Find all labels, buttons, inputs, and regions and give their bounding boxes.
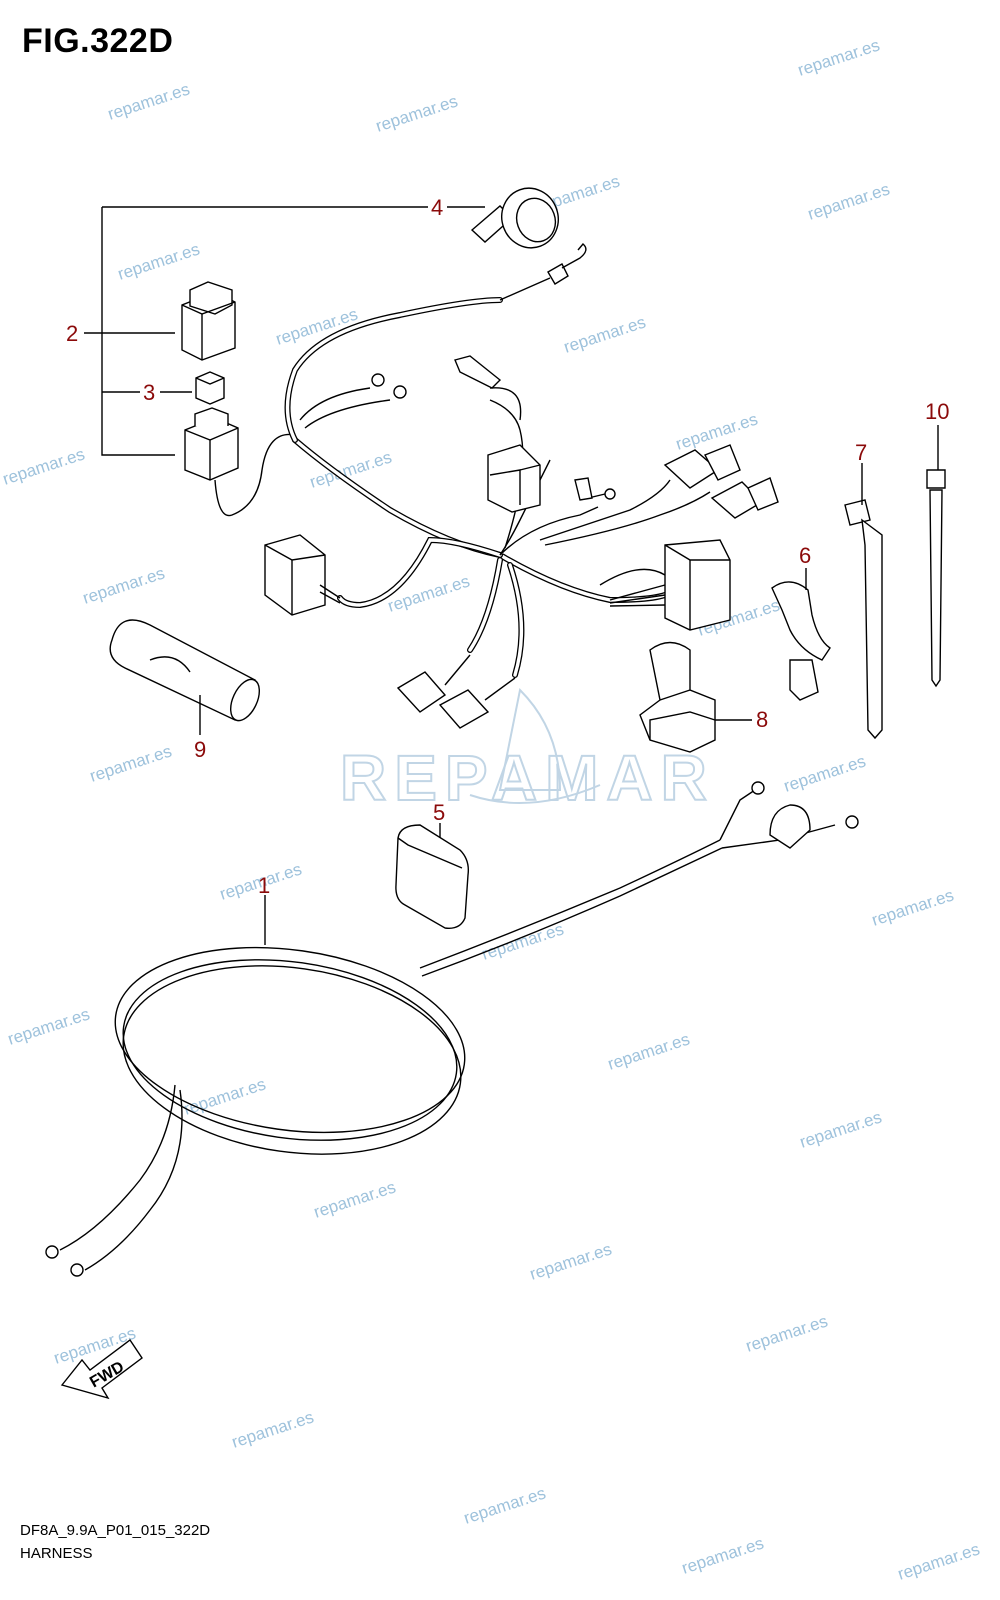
cable-tie-part-10 <box>926 469 946 688</box>
fuse-part-3 <box>195 371 225 405</box>
figure-code: DF8A_9.9A_P01_015_322D <box>20 1522 211 1539</box>
callout-10: 10 <box>925 399 949 424</box>
callout-2: 2 <box>66 321 78 346</box>
tube-part-9 <box>109 619 261 722</box>
watermark: repamar.es <box>87 741 174 785</box>
callout-8: 8 <box>756 707 768 732</box>
watermark: repamar.es <box>273 304 360 348</box>
relay-holder <box>184 407 296 517</box>
watermark: repamar.es <box>105 79 192 123</box>
watermark: repamar.es <box>895 1539 982 1583</box>
connector-left <box>264 534 341 616</box>
watermark: repamar.es <box>869 885 956 929</box>
grommet-part-5 <box>395 824 470 929</box>
callout-6: 6 <box>799 543 811 568</box>
watermark: repamar.es <box>229 1407 316 1451</box>
figure-name: HARNESS <box>20 1545 93 1562</box>
engine-harness-trunk <box>284 243 668 609</box>
harness-coil-part-1 <box>45 781 859 1277</box>
leader-lines <box>199 425 939 945</box>
callout-5: 5 <box>433 800 445 825</box>
clamp-part-6 <box>771 581 831 701</box>
watermark: repamar.es <box>5 1004 92 1048</box>
grommet-part-4 <box>470 187 559 249</box>
figure-title: FIG.322D <box>22 22 174 60</box>
clamp-part-8 <box>639 641 716 753</box>
watermark: repamar.es <box>605 1029 692 1073</box>
watermark: repamar.es <box>561 312 648 356</box>
watermark: repamar.es <box>373 91 460 135</box>
watermark: repamar.es <box>385 571 472 615</box>
watermark: repamar.es <box>311 1177 398 1221</box>
watermark: repamar.es <box>781 751 868 795</box>
watermark: repamar.es <box>797 1107 884 1151</box>
callout-7: 7 <box>855 440 867 465</box>
connector-group-right <box>539 444 779 631</box>
callout-3: 3 <box>143 380 155 405</box>
watermark: repamar.es <box>527 1239 614 1283</box>
connector-lower <box>396 557 525 729</box>
watermark: repamar.es <box>805 179 892 223</box>
watermark: repamar.es <box>115 239 202 283</box>
watermark: repamar.es <box>673 409 760 453</box>
cable-tie-part-7 <box>844 499 883 740</box>
watermark: repamar.es <box>479 919 566 963</box>
callouts: 1 2 3 4 5 6 7 8 9 10 <box>66 195 949 898</box>
callout-9: 9 <box>194 737 206 762</box>
bracket-lines <box>84 206 485 456</box>
watermark: repamar.es <box>181 1074 268 1118</box>
watermark: repamar.es <box>679 1533 766 1577</box>
watermark: repamar.es <box>795 35 882 79</box>
relay-part-2 <box>181 281 236 361</box>
watermark-logo: REPAMAR <box>339 687 708 815</box>
watermark: repamar.es <box>461 1483 548 1527</box>
watermark: repamar.es <box>0 444 87 488</box>
watermark: repamar.es <box>743 1311 830 1355</box>
callout-4: 4 <box>431 195 443 220</box>
callout-1: 1 <box>258 873 270 898</box>
watermark: repamar.es <box>80 563 167 607</box>
